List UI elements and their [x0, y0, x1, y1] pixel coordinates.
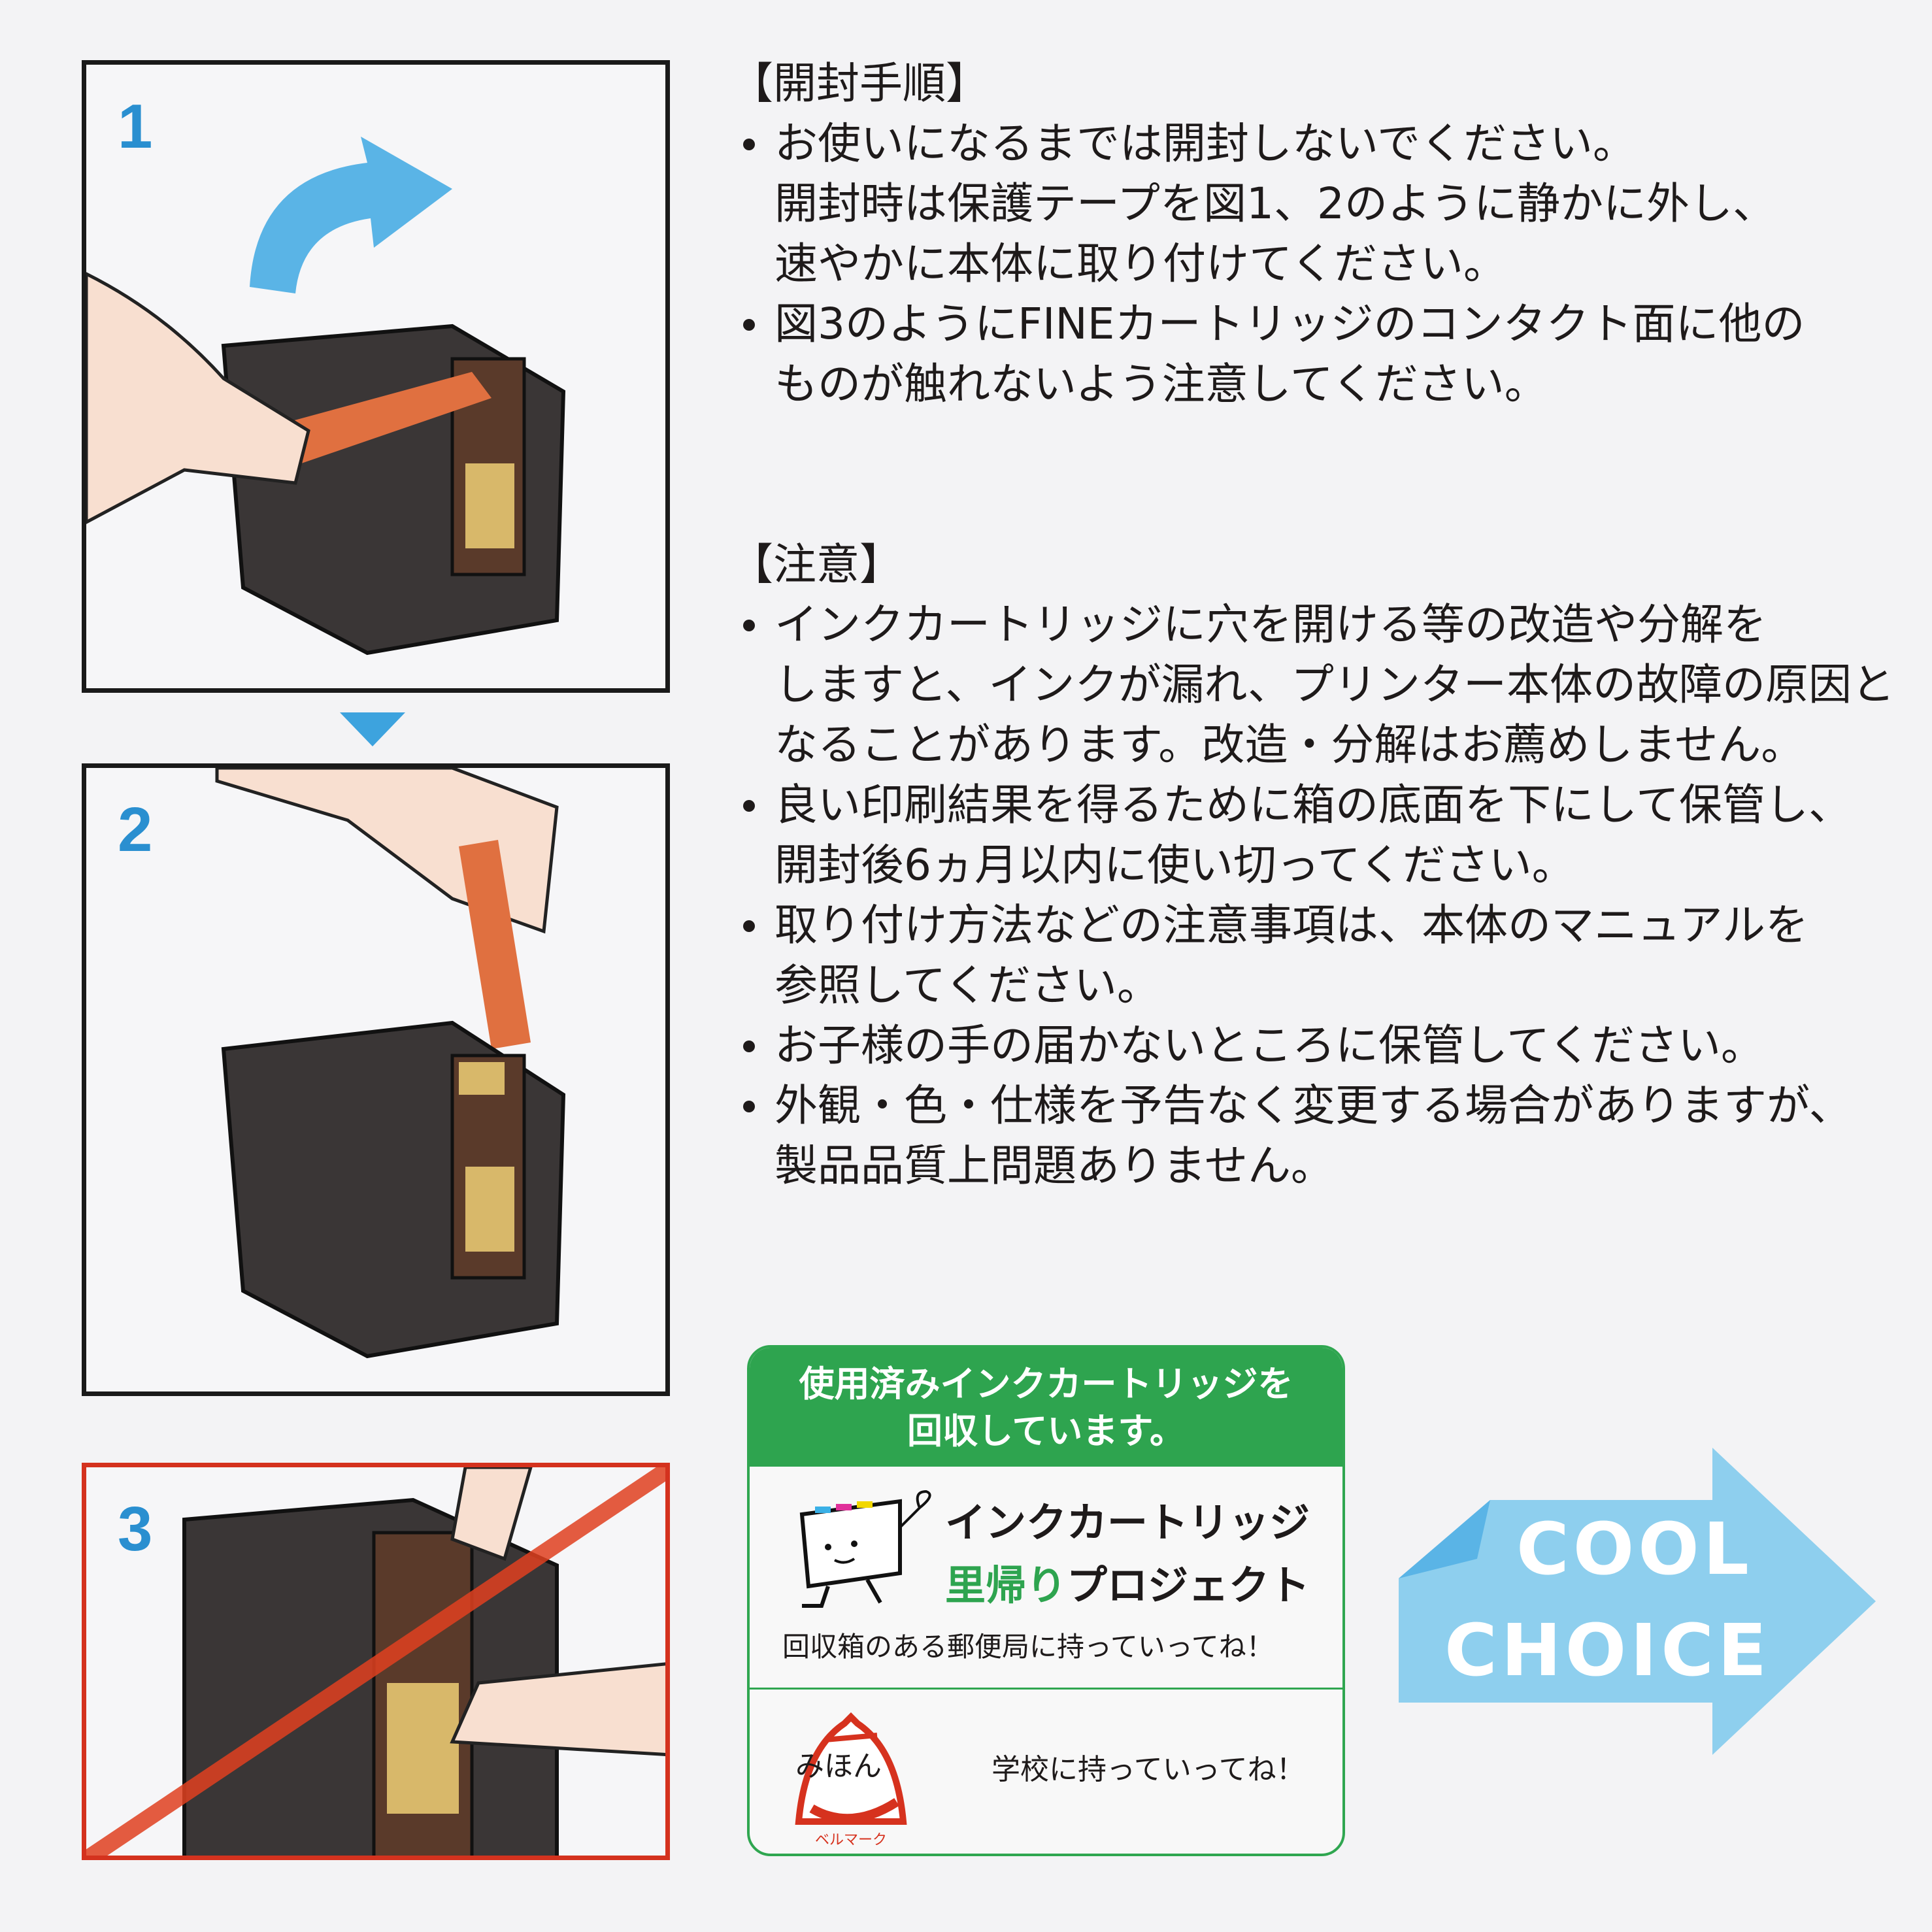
cool-choice-arrow-icon [1399, 1448, 1876, 1755]
cartridge-tape-removal-illustration [86, 137, 566, 656]
figure-number: 3 [118, 1494, 153, 1564]
satogaeri-project-logo: インクカートリッジ 里帰りプロジェクト [945, 1491, 1310, 1617]
figure-2-panel: 2 [82, 763, 670, 1396]
continuation-line: 速やかに本体に取り付けてください。 [774, 239, 1507, 289]
bullet-line: 外観・色・仕様を予告なく変更する場合がありますが、 [735, 1076, 1895, 1136]
prohibition-line-icon [86, 1467, 665, 1856]
down-arrow-icon [340, 712, 405, 746]
recycling-header: 使用済みインクカートリッジを 回収しています。 [750, 1348, 1342, 1467]
bullet-line: お子様の手の届かないところに保管してください。 [735, 1016, 1895, 1076]
bellmark-label: みほん [795, 1750, 882, 1783]
continuation-line: ものが触れないよう注意してください。 [774, 359, 1548, 409]
bellmark-icon: ベルマーク [795, 1712, 907, 1848]
section-heading: 【開封手順】 [730, 58, 989, 108]
recycling-header-line: 使用済みインクカートリッジを [799, 1363, 1293, 1405]
project-logo-green-text: 里帰り [945, 1561, 1067, 1609]
figure-3-panel: 3 [82, 1463, 670, 1860]
divider [750, 1688, 1342, 1690]
figure-number: 2 [118, 795, 153, 865]
continuation-line: 参照してください。 [774, 960, 1161, 1010]
bullet-line: 取り付け方法などの注意事項は、本体のマニュアルを [735, 895, 1895, 956]
cartridge-tape-peel-illustration [215, 768, 566, 1359]
school-text: 学校に持っていってね！ [991, 1753, 1305, 1786]
bullet-line: 良い印刷結果を得るために箱の底面を下にして保管し、 [735, 775, 1895, 835]
bullet-line: インクカートリッジに穴を開ける等の改造や分解を [735, 595, 1895, 655]
opening-instructions: 【開封手順】 お使いになるまでは開封しないでください。 開封時は保護テープを図1… [730, 54, 1805, 414]
section-heading: 【注意】 [730, 539, 903, 590]
figure-number: 1 [118, 92, 153, 161]
continuation-line: しますと、インクが漏れ、プリンター本体の故障の原因と [774, 659, 1895, 710]
post-office-text: 回収箱のある郵便局に持っていってね！ [782, 1631, 1274, 1663]
cool-choice-logo: COOL CHOICE [1399, 1448, 1876, 1755]
continuation-line: なることがあります。改造・分解はお薦めしません。 [774, 720, 1805, 770]
continuation-line: 開封後6ヵ月以内に使い切ってください。 [774, 840, 1575, 890]
caution-notes: 【注意】 インクカートリッジに穴を開ける等の改造や分解を しますと、インクが漏れ… [730, 535, 1895, 1196]
do-not-touch-contacts-illustration [86, 1467, 665, 1856]
project-logo-black-text: プロジェクト [1067, 1561, 1310, 1609]
curved-arrow-icon [250, 137, 452, 293]
cool-text: COOL [1516, 1507, 1753, 1591]
bellmark-arc-text: ベルマーク [815, 1832, 887, 1848]
project-logo-line1: インクカートリッジ [945, 1499, 1310, 1546]
cartridge-mascot-icon [799, 1490, 931, 1608]
recycling-header-line: 回収しています。 [907, 1410, 1185, 1452]
bullet-line: お使いになるまでは開封しないでください。 [735, 114, 1805, 174]
continuation-line: 開封時は保護テープを図1、2のように静かに外し、 [774, 178, 1776, 229]
choice-text: CHOICE [1444, 1608, 1771, 1692]
figure-1-panel: 1 [82, 60, 670, 693]
continuation-line: 製品品質上問題ありません。 [774, 1141, 1335, 1191]
bullet-line: 図3のようにFINEカートリッジのコンタクト面に他の [735, 294, 1805, 354]
recycling-info-box: 使用済みインクカートリッジを 回収しています。 インクカートリッジ 里帰りプロジ… [747, 1345, 1345, 1856]
